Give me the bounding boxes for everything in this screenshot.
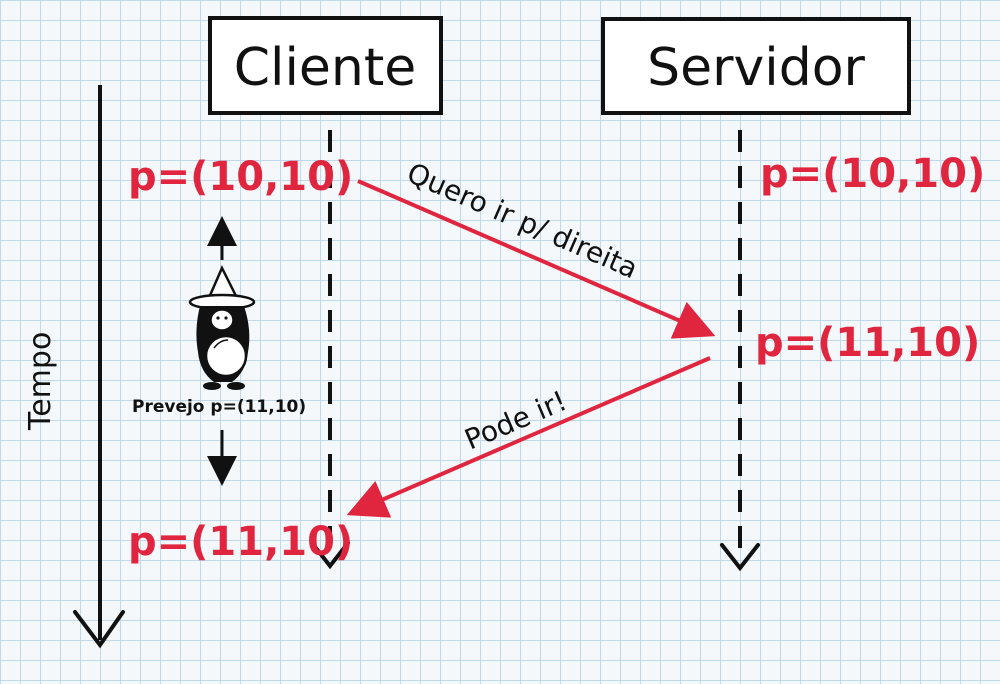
request-label: Quero ir p/ direita [402, 156, 642, 285]
client-lifeline-arrowhead-icon [310, 541, 350, 570]
server-lifeline-arrowhead-icon [720, 543, 760, 572]
server-initial-position: p=(10,10) [760, 151, 985, 197]
client-prediction-text: Prevejo p=(11,10) [132, 397, 306, 417]
client-label: Cliente [234, 38, 417, 98]
response-arrow [346, 356, 711, 518]
server-box [601, 17, 911, 115]
request-message: Quero ir p/ direita [357, 156, 716, 339]
client-lifeline [310, 130, 350, 570]
time-axis: Tempo [23, 85, 125, 649]
wizard-crystal-ball-icon [188, 265, 256, 390]
server-label: Servidor [647, 38, 865, 98]
server-participant: Servidor [601, 17, 911, 115]
server-updated-position: p=(11,10) [755, 320, 980, 366]
client-initial-position: p=(10,10) [128, 154, 353, 200]
response-label: Pode ir! [460, 384, 572, 456]
client-box [208, 16, 443, 115]
client-participant: Cliente [208, 16, 443, 115]
response-message: Pode ir! [346, 356, 711, 518]
request-arrow [357, 179, 716, 339]
server-lifeline [720, 130, 760, 572]
time-axis-label: Tempo [23, 332, 58, 431]
time-axis-arrowhead-icon [73, 610, 125, 649]
client-final-position: p=(11,10) [128, 519, 353, 565]
